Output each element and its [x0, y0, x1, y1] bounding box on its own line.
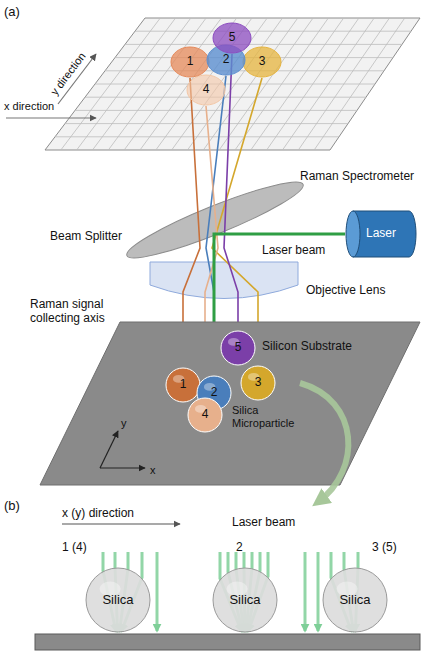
sphere — [241, 366, 275, 400]
sphere — [213, 568, 277, 632]
silica-sphere: Silica — [322, 567, 388, 633]
text-label: Raman Spectrometer — [300, 170, 414, 184]
text-label: (b) — [4, 499, 20, 514]
direction-arrow — [62, 523, 180, 524]
label-holder: 1 (4) — [62, 537, 87, 555]
spot-ellipse — [171, 47, 209, 77]
grid-line — [95, 84, 375, 85]
sphere — [188, 398, 222, 432]
text-label: y direction — [48, 50, 88, 98]
direction-arrow — [6, 117, 96, 118]
node-label: Silica — [229, 593, 260, 608]
grid-lines — [55, 18, 411, 150]
laser-beam — [317, 552, 320, 631]
spot-ellipse — [243, 47, 281, 77]
node-label: Silicon Substrate — [262, 340, 352, 354]
detector-spot: 1 — [170, 46, 210, 78]
text-label: Objective Lens — [306, 284, 385, 298]
text-label: (a) — [4, 5, 20, 20]
microparticle: 5 — [220, 330, 256, 366]
grid-line — [105, 70, 384, 71]
laser-beam — [156, 552, 159, 631]
text-label: y — [121, 417, 127, 430]
text-label: 2 — [236, 541, 243, 555]
label-holder: y direction — [45, 48, 90, 99]
silicon-substrate: Silicon Substrate 1 2 3 4 5 — [40, 322, 420, 485]
node-label: Silica — [339, 593, 370, 608]
axis-arrow — [100, 431, 118, 468]
grid-line — [125, 44, 402, 45]
sphere — [166, 368, 200, 402]
label-holder: Laser beam — [232, 512, 295, 530]
text-label: x (y) direction — [62, 507, 134, 521]
text-label: 3 (5) — [372, 541, 397, 555]
label-holder: 3 (5) — [372, 537, 397, 555]
label-holder: x direction — [4, 96, 54, 114]
detector-spot: 5 — [212, 22, 252, 54]
node-label: 5 — [229, 31, 236, 45]
grid-line — [85, 97, 366, 98]
text-label: Beam Splitter — [50, 230, 122, 244]
objective-lens — [150, 262, 298, 299]
label-holder: Silica Microparticle — [232, 404, 312, 431]
label-holder: Objective Lens — [306, 280, 385, 298]
node-label: 4 — [203, 83, 210, 97]
label-holder: Beam Splitter — [50, 226, 122, 244]
text-label: Laser beam — [262, 244, 325, 258]
text-label: 1 (4) — [62, 541, 87, 555]
spot-ellipse — [213, 23, 251, 53]
node-label: 5 — [235, 341, 242, 355]
label-holder: Raman signal collecting axis — [30, 298, 140, 326]
text-label: Silica Microparticle — [232, 404, 312, 429]
label-holder: Raman Spectrometer — [300, 166, 414, 184]
node-label: 1 — [180, 378, 187, 392]
detector-spot: 3 — [242, 46, 282, 78]
node-label: Silica — [102, 593, 133, 608]
microparticle: 3 — [240, 365, 276, 401]
silica-sphere: Silica — [85, 567, 151, 633]
sphere — [323, 568, 387, 632]
microparticle: 1 — [165, 367, 201, 403]
label-holder: Laser beam — [262, 240, 325, 258]
detector-spot: 4 — [186, 74, 226, 106]
sphere — [86, 568, 150, 632]
node-label: 3 — [255, 376, 262, 390]
sphere — [221, 331, 255, 365]
grid-line — [75, 110, 357, 111]
microparticle: 4 — [187, 397, 223, 433]
node-label: 4 — [202, 408, 209, 422]
detector-grid — [45, 18, 420, 150]
label-holder: 2 — [236, 537, 243, 555]
raman-signal-line — [224, 54, 238, 330]
text-label: Laser beam — [232, 516, 295, 530]
grid-line — [135, 31, 411, 32]
grid-line — [55, 136, 339, 137]
substrate-bar — [35, 634, 420, 650]
cylinder-face — [346, 211, 360, 257]
silica-sphere: Silica — [212, 567, 278, 633]
zoom-arrow — [300, 383, 348, 502]
label-holder: (b) — [4, 496, 20, 514]
spot-ellipse — [187, 75, 225, 105]
label-holder: x (y) direction — [62, 503, 134, 521]
text-label: Raman signal collecting axis — [30, 298, 140, 326]
text-label: x — [150, 464, 156, 477]
text-label: x direction — [4, 100, 54, 113]
substrate-plane — [40, 322, 420, 485]
cylinder-body — [353, 211, 416, 257]
axis-arrow — [100, 467, 145, 468]
laser-source: Laser — [345, 210, 417, 258]
grid-line — [65, 123, 348, 124]
node-label: 1 — [187, 55, 194, 69]
node-label: 2 — [211, 386, 218, 400]
node-label: 2 — [223, 53, 230, 67]
label-holder: (a) — [4, 2, 20, 20]
node-label: 3 — [259, 55, 266, 69]
laser-beam — [304, 552, 307, 631]
node-label: Laser — [366, 227, 396, 241]
